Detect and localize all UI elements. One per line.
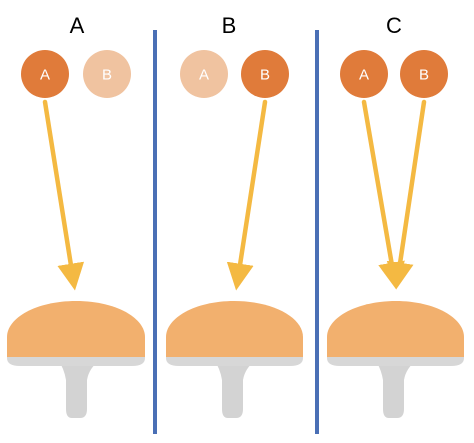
- receptor-stem: [58, 360, 100, 418]
- receptor-cap-top: [7, 301, 145, 357]
- arrow-b-to-receptor: [226, 99, 268, 291]
- node-label: B: [419, 67, 429, 84]
- receptor-cap-top: [327, 301, 464, 357]
- arrow-a-to-receptor: [42, 99, 85, 291]
- node-a-active: [340, 50, 388, 98]
- node-b-active: [400, 50, 448, 98]
- receptor-cap-top: [166, 301, 303, 357]
- panel-c: C A B: [327, 13, 464, 418]
- receptor-shape: [166, 301, 303, 418]
- receptor-shape: [327, 301, 464, 418]
- receptor-cap-base: [7, 356, 145, 366]
- receptor-shape: [7, 301, 145, 418]
- panel-title: C: [386, 13, 402, 38]
- node-b-inactive: [83, 50, 131, 98]
- node-b-active: [241, 50, 289, 98]
- node-label: A: [199, 67, 209, 84]
- panel-a: A A B: [7, 13, 145, 418]
- panel-b: B A B: [166, 13, 303, 418]
- arrow-a-to-receptor: [361, 99, 405, 290]
- node-label: A: [40, 67, 50, 84]
- receptor-cap-base: [327, 356, 464, 366]
- arrow-b-to-receptor: [386, 99, 427, 290]
- node-label: A: [359, 67, 369, 84]
- node-a-inactive: [180, 50, 228, 98]
- receptor-stem: [214, 360, 256, 418]
- node-a-active: [21, 50, 69, 98]
- receptor-stem: [375, 360, 417, 418]
- node-label: B: [102, 67, 112, 84]
- panel-title: A: [70, 13, 85, 38]
- receptor-cap-base: [166, 356, 303, 366]
- node-label: B: [260, 67, 270, 84]
- panel-title: B: [222, 13, 237, 38]
